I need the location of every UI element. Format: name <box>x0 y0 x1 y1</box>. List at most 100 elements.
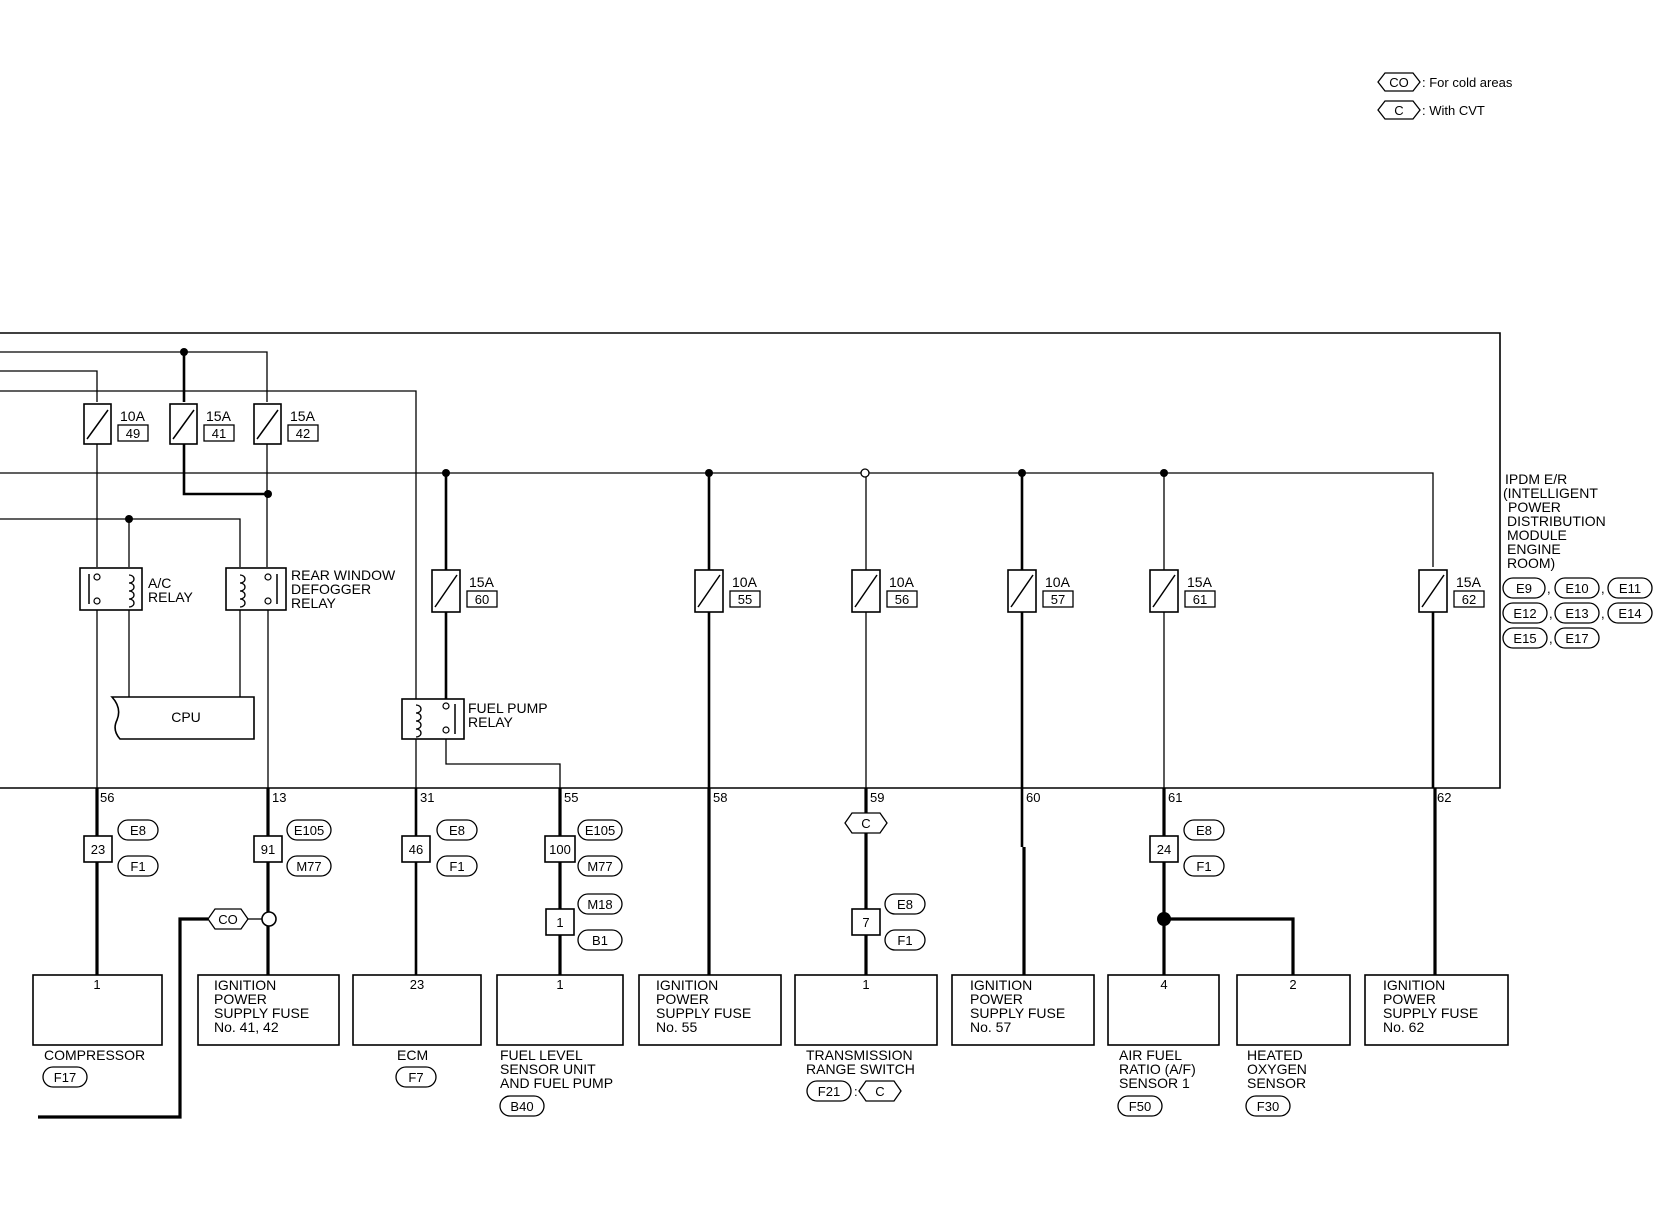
inline-pin-box <box>83 835 113 863</box>
inline-pin: 46 <box>409 842 423 857</box>
fuse-61-element <box>1152 574 1176 608</box>
fuse-55-num-box <box>729 590 761 608</box>
cvt-tag <box>844 812 888 834</box>
rear-relay-label-line: REAR WINDOW <box>291 567 396 583</box>
feed-line-2 <box>0 370 98 402</box>
inline-pin-box <box>1149 835 1179 863</box>
rear-relay-label-line: DEFOGGER <box>291 581 371 597</box>
legend-c-badge-text: C <box>1394 103 1403 118</box>
cvt-tag-text: C <box>861 816 870 831</box>
co-tag-text: CO <box>218 912 238 927</box>
connector-badge-text: E15 <box>1513 631 1536 646</box>
component-name: TRANSMISSION RANGE SWITCH <box>806 1047 916 1077</box>
component-pin: 23 <box>410 977 424 992</box>
component-name-line: HEATED <box>1247 1047 1303 1063</box>
fuse-56-num-box <box>886 590 918 608</box>
legend-c-text: : With CVT <box>1422 103 1485 118</box>
separator-comma: , <box>1547 581 1551 596</box>
fuse-62: 15A 62 <box>1418 569 1485 788</box>
fuse-61-num-box <box>1184 590 1216 608</box>
component-pin: 1 <box>862 977 869 992</box>
ipdm-label-line: ROOM) <box>1507 555 1555 571</box>
fuse-55-num: 55 <box>738 592 752 607</box>
component-pin: 1 <box>93 977 100 992</box>
component-name-line: OXYGEN <box>1247 1061 1307 1077</box>
component-name: IGNITION POWER SUPPLY FUSE No. 41, 42 <box>214 977 313 1035</box>
rear-relay-label-line: RELAY <box>291 595 337 611</box>
connector-badge <box>1607 577 1653 599</box>
cpu-block: CPU <box>110 696 255 740</box>
component-name-line: SUPPLY FUSE <box>656 1005 751 1021</box>
connector-badge <box>1183 855 1225 877</box>
component-name-line: IGNITION <box>970 977 1032 993</box>
fuse-42-amp: 15A <box>290 408 316 424</box>
fuse-60-element <box>434 574 458 608</box>
fuse-49-element <box>86 409 109 440</box>
component-pin: 4 <box>1160 977 1167 992</box>
component-trans-range-switch: 1 TRANSMISSION RANGE SWITCH F21 : C <box>794 974 938 1102</box>
component-name: HEATED OXYGEN SENSOR <box>1247 1047 1311 1091</box>
component-box <box>1364 974 1509 1046</box>
component-fuse-57: IGNITION POWER SUPPLY FUSE No. 57 <box>951 974 1095 1046</box>
connector-badge <box>42 1066 88 1088</box>
fuse-55-amp: 10A <box>732 574 758 590</box>
component-name: IGNITION POWER SUPPLY FUSE No. 62 <box>1383 977 1482 1035</box>
fuse-57: 10A 57 <box>1007 473 1074 788</box>
connector-badge-text: F7 <box>408 1070 423 1085</box>
component-pin: 2 <box>1289 977 1296 992</box>
fuel-relay-coil <box>415 704 422 738</box>
co-option-tag: CO <box>207 908 249 930</box>
ac-relay-contact <box>93 597 101 605</box>
connector-badge-text: E8 <box>130 823 146 838</box>
component-name: ECM <box>397 1047 428 1063</box>
rear-relay-contact <box>264 573 272 581</box>
fuse-56: 10A 56 <box>851 477 918 788</box>
bus-top-42 <box>184 351 268 402</box>
fuel-pump-relay: FUEL PUMP RELAY <box>401 698 561 788</box>
connector-badge-text: F50 <box>1129 1099 1151 1114</box>
component-name-line: SUPPLY FUSE <box>970 1005 1065 1021</box>
fuel-relay-out <box>445 739 561 788</box>
connector-badge-text: F1 <box>130 859 145 874</box>
component-name-line: IGNITION <box>1383 977 1445 993</box>
component-name-line: POWER <box>1383 991 1436 1007</box>
connector-badge-text: E13 <box>1565 606 1588 621</box>
inline-connector-trans-switch: C 7 E8 F1 <box>844 812 926 951</box>
connector-badge-text: E12 <box>1513 606 1536 621</box>
ac-relay-label-line: A/C <box>148 575 171 591</box>
cvt-tag-text: C <box>875 1084 884 1099</box>
connector-badge <box>395 1066 437 1088</box>
cvt-tag <box>858 1080 902 1102</box>
fuel-relay-contact <box>442 702 450 710</box>
inline-pin-box <box>544 835 576 863</box>
component-name-line: RATIO (A/F) <box>1119 1061 1196 1077</box>
connector-badge-text: E14 <box>1618 606 1641 621</box>
component-name-line: POWER <box>970 991 1023 1007</box>
inline-pin: 24 <box>1157 842 1171 857</box>
inline-pin-box <box>253 835 283 863</box>
fuse-61-num: 61 <box>1193 592 1207 607</box>
component-box <box>197 974 340 1046</box>
ac-relay: A/C RELAY <box>79 519 194 796</box>
junction-dot-open <box>860 468 870 478</box>
ipdm-label: IPDM E/R (INTELLIGENT POWER DISTRIBUTION… <box>1503 471 1610 571</box>
connector-badge <box>577 819 623 841</box>
connector-badge-text: E9 <box>1516 581 1532 596</box>
component-box <box>794 974 938 1046</box>
connector-badge <box>1554 602 1600 624</box>
component-name-line: SENSOR <box>1247 1075 1306 1091</box>
fuse-41-element <box>172 409 195 440</box>
fuse-57-num-box <box>1042 590 1074 608</box>
inline-connector-fuse-41-42: 91 E105 M77 <box>253 819 332 877</box>
terminal-number: 31 <box>420 790 434 805</box>
component-name-line: AIR FUEL <box>1119 1047 1182 1063</box>
fuel-relay-label: FUEL PUMP RELAY <box>468 700 551 730</box>
terminal-number: 56 <box>100 790 114 805</box>
connector-badge-text: M18 <box>587 897 612 912</box>
ipdm-label-line: ENGINE <box>1507 541 1561 557</box>
legend-co-badge-text: CO <box>1389 75 1409 90</box>
terminal-number: 55 <box>564 790 578 805</box>
ipdm-label-line: IPDM E/R <box>1505 471 1567 487</box>
connector-badge <box>1554 577 1600 599</box>
connector-badge-text: F1 <box>449 859 464 874</box>
